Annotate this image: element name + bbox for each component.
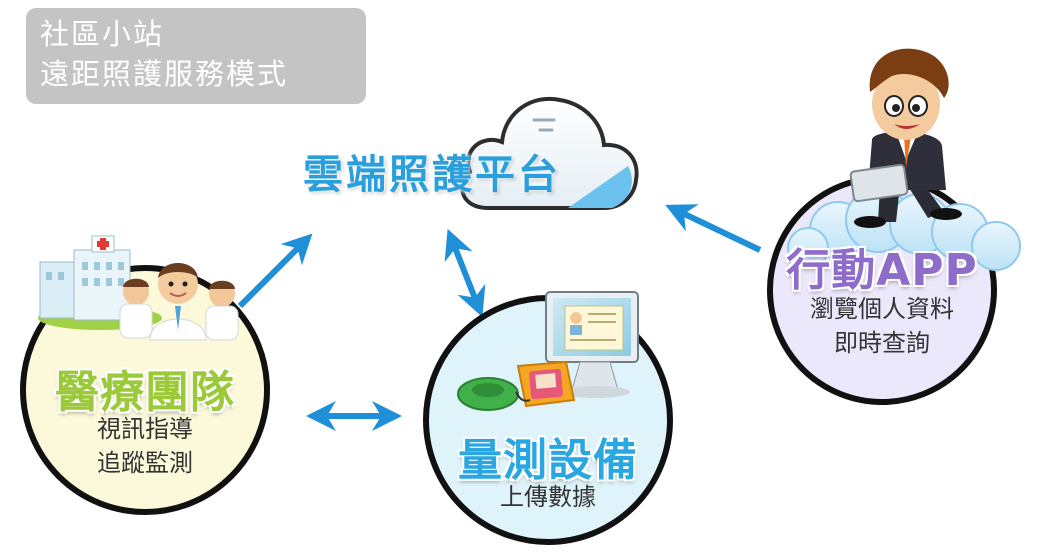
arrow-medical-to-cloud	[237, 233, 313, 309]
title-line-1: 社區小站	[40, 17, 165, 51]
arrow-cloud-device	[444, 228, 486, 318]
app-line-1: 瀏覽個人資料	[810, 295, 954, 323]
cloud-icon	[460, 96, 639, 210]
medical-team-title: 醫療團隊	[55, 367, 235, 418]
cloud-platform-title: 雲端照護平台	[303, 152, 561, 198]
hospital-doctors-icon	[38, 235, 239, 341]
medical-team-line-1: 視訊指導	[97, 415, 193, 443]
device-title: 量測設備	[458, 435, 638, 486]
businessman-tablet-icon	[787, 48, 1021, 271]
app-line-2: 即時查詢	[834, 329, 930, 357]
title-box: 社區小站 遠距照護服務模式	[26, 8, 366, 104]
arrows	[237, 204, 762, 431]
app-title: 行動APP	[786, 245, 978, 296]
monitor-device-icon	[457, 291, 639, 411]
device-line-1: 上傳數據	[500, 483, 596, 511]
arrow-app-to-cloud	[665, 204, 762, 253]
title-line-2: 遠距照護服務模式	[40, 57, 289, 91]
medical-team-line-2: 追蹤監測	[97, 449, 193, 477]
